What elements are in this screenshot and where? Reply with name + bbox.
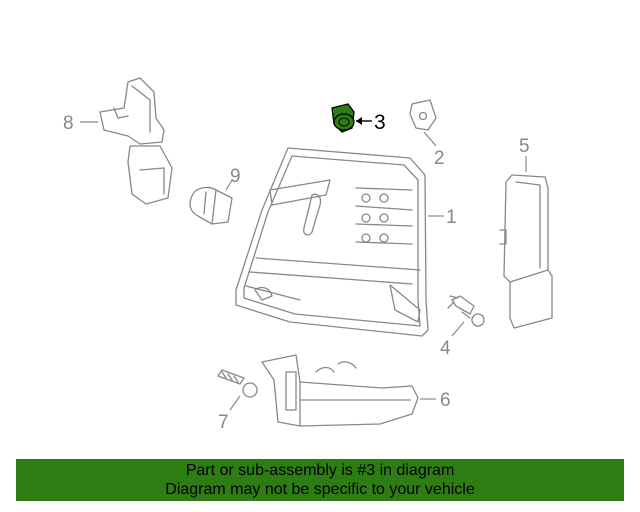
callout-1: 1 <box>446 207 457 228</box>
banner-line-1: Part or sub-assembly is #3 in diagram <box>185 462 455 479</box>
callout-2: 2 <box>434 148 445 169</box>
leader-line-2 <box>423 131 437 147</box>
callout-5: 5 <box>519 136 530 157</box>
bolt-part-4 <box>447 295 485 327</box>
banner-line-2: Diagram may not be specific to your vehi… <box>165 481 475 498</box>
callout-4: 4 <box>440 338 451 359</box>
callout-9: 9 <box>230 166 241 187</box>
screw-part-7 <box>217 369 258 398</box>
callout-3: 3 <box>374 111 386 134</box>
info-banner: Part or sub-assembly is #3 in diagram Di… <box>16 459 624 501</box>
socket-part-8 <box>99 77 173 205</box>
callout-6: 6 <box>440 390 451 411</box>
tail-lamp-assembly-part-1 <box>235 147 429 337</box>
leader-line-4 <box>451 321 465 337</box>
nut-part-3 <box>331 103 355 133</box>
bulb-part-9 <box>189 186 233 225</box>
bracket-part-6 <box>261 354 419 427</box>
clip-part-2 <box>409 99 437 131</box>
parts-diagram: 1 2 3 4 5 6 <box>63 77 553 433</box>
callout-8: 8 <box>63 113 74 134</box>
leader-line-9 <box>225 179 233 191</box>
leader-line-7 <box>229 395 241 411</box>
side-trim-part-5 <box>499 174 553 329</box>
callout-7: 7 <box>218 412 229 433</box>
